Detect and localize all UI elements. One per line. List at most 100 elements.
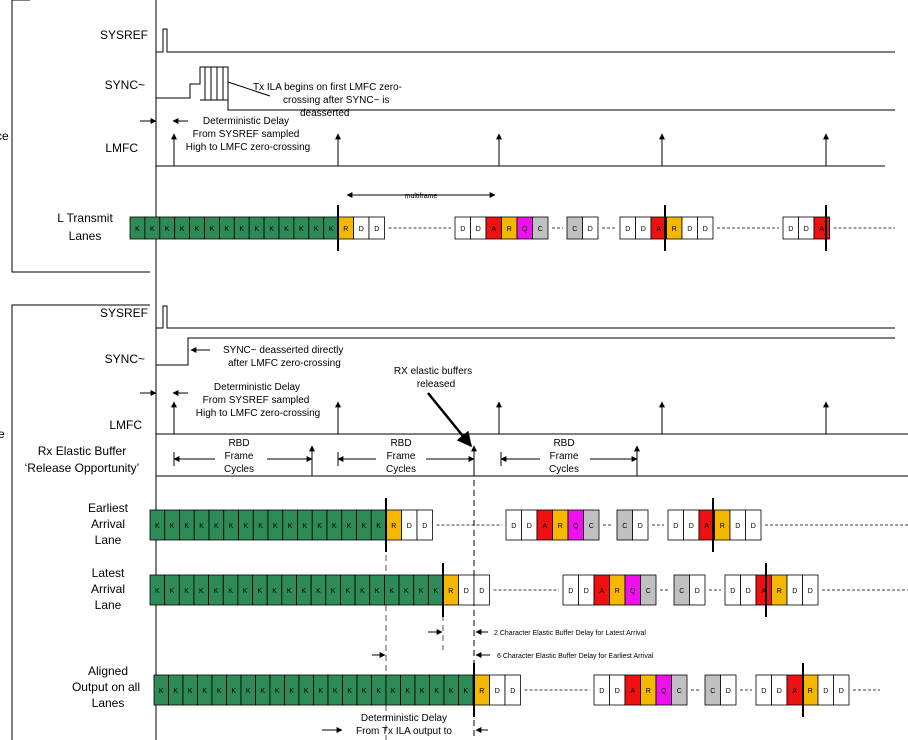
- k-char-label: K: [333, 688, 338, 695]
- c-char: [640, 574, 657, 606]
- k-char-label: K: [347, 523, 352, 530]
- c-char-label: C: [622, 523, 627, 530]
- k-char-label: K: [303, 523, 308, 530]
- rx-release-note-1: RX elastic buffers: [394, 366, 472, 377]
- k-char-label: K: [165, 226, 170, 233]
- d-char-label: D: [568, 588, 573, 595]
- k-char-label: K: [376, 688, 381, 695]
- d-char-label: D: [687, 226, 692, 233]
- r-char-label: R: [558, 523, 563, 530]
- k-char-label: K: [155, 588, 160, 595]
- k-char-label: K: [419, 588, 424, 595]
- k-char-label: K: [331, 588, 336, 595]
- r-char-label: R: [615, 588, 620, 595]
- d-char-label: D: [359, 226, 364, 233]
- k-char-label: K: [434, 688, 439, 695]
- k-char-label: K: [150, 226, 155, 233]
- bottom-note-1: Deterministic Delay: [361, 713, 447, 724]
- d-char-label: D: [777, 688, 782, 695]
- r-char-label: R: [672, 226, 677, 233]
- d-char-label: D: [703, 226, 708, 233]
- tx-delay-note-1: Deterministic Delay: [203, 116, 289, 127]
- k-char-label: K: [202, 688, 207, 695]
- d-char-label: D: [730, 588, 735, 595]
- tx-sysref-label: SYSREF: [100, 28, 148, 42]
- rx-lmfc-arrows: [171, 401, 829, 434]
- k-char-label: K: [246, 688, 251, 695]
- r-char-label: R: [720, 523, 725, 530]
- d-char-label: D: [839, 688, 844, 695]
- k-char-label: K: [195, 226, 200, 233]
- r-char-label: R: [343, 226, 348, 233]
- aligned-label-3: Lanes: [92, 696, 125, 710]
- d-char-label: D: [823, 688, 828, 695]
- rbd-span-1: RBD Frame Cycles: [173, 438, 313, 475]
- earliest-label-2: Arrival: [91, 517, 125, 531]
- a-char-label: A: [542, 523, 547, 530]
- a-char-label: A: [792, 688, 797, 695]
- latest-label-1: Latest: [92, 566, 125, 580]
- rbd-3-line2: Frame: [550, 451, 579, 462]
- tx-delay-note-2: From SYSREF sampled: [193, 129, 300, 140]
- d-char-label: D: [476, 226, 481, 233]
- rx-release-pointer: [427, 392, 472, 448]
- tx-ila-note-3: deasserted: [300, 108, 349, 119]
- q-char-label: Q: [522, 226, 528, 233]
- c-char: [583, 509, 600, 541]
- d-char: [416, 509, 433, 541]
- d-char-label: D: [374, 226, 379, 233]
- rbd-2-line3: Cycles: [386, 464, 416, 475]
- k-char-label: K: [159, 688, 164, 695]
- r-char-label: R: [777, 588, 782, 595]
- d-char: [745, 509, 762, 541]
- a-char-label: A: [819, 226, 824, 233]
- d-char-label: D: [761, 688, 766, 695]
- earliest-delay-note: 6 Character Elastic Buffer Delay for Ear…: [497, 653, 654, 660]
- rx-sysref-label: SYSREF: [100, 306, 148, 320]
- d-char-label: D: [808, 588, 813, 595]
- c-char-label: C: [572, 226, 577, 233]
- rx-delay-note-2: From SYSREF sampled: [203, 395, 310, 406]
- c-char-label: C: [589, 523, 594, 530]
- d-char-label: D: [625, 226, 630, 233]
- d-char-label: D: [464, 588, 469, 595]
- tx-lmfc-arrows: [171, 133, 829, 166]
- k-char-label: K: [269, 226, 274, 233]
- d-char: [504, 674, 521, 706]
- rx-sync-label: SYNC~: [105, 352, 145, 366]
- k-char-label: K: [260, 688, 265, 695]
- d-char: [473, 574, 490, 606]
- d-char-label: D: [638, 523, 643, 530]
- k-char-label: K: [275, 688, 280, 695]
- a-char-label: A: [704, 523, 709, 530]
- d-char-label: D: [495, 688, 500, 695]
- k-char-label: K: [258, 588, 263, 595]
- k-char-label: K: [317, 523, 322, 530]
- k-char-label: K: [284, 226, 289, 233]
- d-char-label: D: [735, 523, 740, 530]
- k-char-label: K: [244, 523, 249, 530]
- rx-buffer-label-1: Rx Elastic Buffer: [38, 444, 126, 458]
- tx-ila-note-pointer: [227, 81, 271, 97]
- c-char: [532, 216, 549, 240]
- k-char-label: K: [289, 688, 294, 695]
- k-char-label: K: [199, 523, 204, 530]
- d-char-label: D: [584, 588, 589, 595]
- k-char-label: K: [405, 688, 410, 695]
- k-char-label: K: [362, 688, 367, 695]
- a-char-label: A: [656, 226, 661, 233]
- k-char-label: K: [433, 588, 438, 595]
- d-char-label: D: [792, 588, 797, 595]
- rbd-span-3: RBD Frame Cycles: [500, 438, 638, 475]
- rx-sync-note-1: SYNC~ deasserted directly: [223, 345, 343, 356]
- c-char: [671, 674, 688, 706]
- k-char-label: K: [199, 588, 204, 595]
- a-char-label: A: [599, 588, 604, 595]
- k-char-label: K: [258, 523, 263, 530]
- tx-lanes-label-1: L Transmit: [57, 211, 113, 225]
- k-char-label: K: [391, 688, 396, 695]
- d-char-label: D: [726, 688, 731, 695]
- r-char-label: R: [391, 523, 396, 530]
- tx-sync-toggle-ticks: [200, 67, 228, 101]
